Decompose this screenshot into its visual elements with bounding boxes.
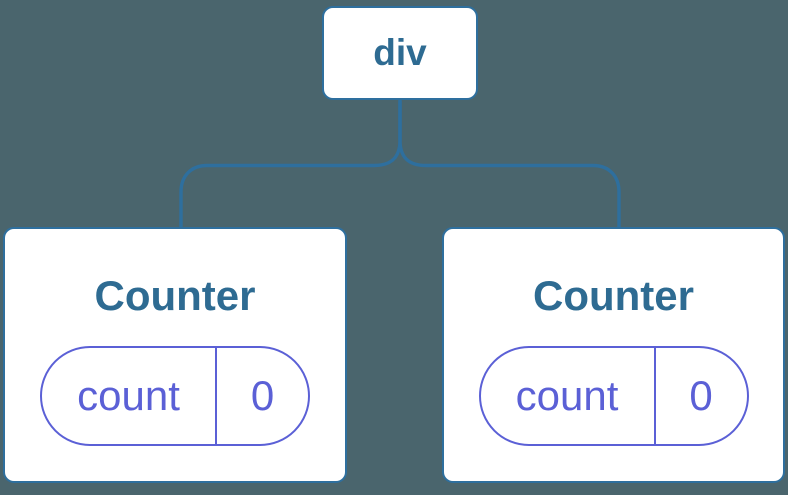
connector-left-branch: [179, 99, 402, 230]
state-value: 0: [689, 372, 713, 419]
root-node-label: div: [373, 32, 427, 73]
state-pill: count 0: [478, 346, 749, 446]
state-key: count: [42, 348, 217, 444]
component-title: Counter: [533, 272, 694, 319]
state-key: count: [481, 348, 656, 444]
component-card: Counter count 0: [442, 227, 785, 483]
component-card: Counter count 0: [3, 227, 347, 483]
root-node: div: [322, 6, 478, 100]
state-value: 0: [250, 372, 275, 419]
component-title: Counter: [94, 272, 256, 319]
state-pill: count 0: [40, 346, 310, 446]
connector-right-branch: [398, 99, 621, 230]
